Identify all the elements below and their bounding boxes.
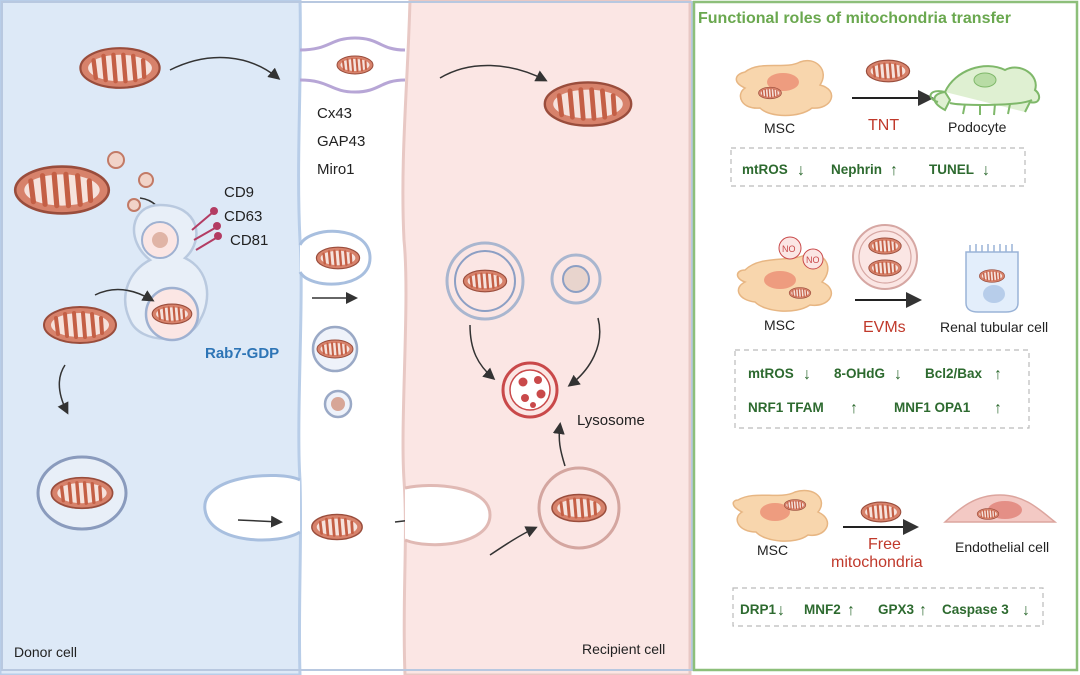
row2-marker-2: 8-OHdG xyxy=(834,366,885,381)
label-cd81: CD81 xyxy=(230,232,268,249)
row3-marker-3-arrow: ↑ xyxy=(919,602,927,619)
row1-marker-1-arrow: ↓ xyxy=(797,162,805,179)
label-cd9: CD9 xyxy=(224,184,254,201)
budding-ev xyxy=(298,229,372,286)
row3-marker-1-arrow: ↓ xyxy=(777,602,785,619)
free-mitochondrion-gap xyxy=(310,513,364,541)
free-ev-large xyxy=(311,325,359,373)
vesicle-donor-bottom xyxy=(36,455,128,531)
endothelial-cell xyxy=(943,494,1058,523)
arrow-exocytosis xyxy=(237,515,283,528)
protein-cx43: Cx43 xyxy=(317,105,352,122)
evm-vesicle-icon xyxy=(852,224,918,290)
row2-marker-4: NRF1 TFAM xyxy=(748,400,824,415)
row2-marker-1-arrow: ↓ xyxy=(803,366,811,383)
row1-marker-3: TUNEL xyxy=(929,162,974,177)
row2-marker-2-arrow: ↓ xyxy=(894,366,902,383)
multivesicular-body xyxy=(124,203,209,342)
msc-cell-row1 xyxy=(735,59,833,117)
arrow-mito-down xyxy=(57,364,69,415)
recipient-vesicle-double xyxy=(445,241,525,321)
label-donor-cell: Donor cell xyxy=(14,644,77,660)
row2-marker-1: mtROS xyxy=(748,366,794,381)
no-label-2: NO xyxy=(806,255,820,265)
row3-marker-box xyxy=(732,587,1044,627)
row2-marker-4-arrow: ↑ xyxy=(850,400,858,417)
row2-marker-3-arrow: ↑ xyxy=(994,366,1002,383)
recipient-vesicle-bottom xyxy=(537,466,621,550)
row3-donor-label: MSC xyxy=(757,542,788,558)
row1-mito-icon xyxy=(865,59,911,84)
gap-junction xyxy=(299,36,406,94)
right-panel-frame xyxy=(692,0,1079,672)
arrow-mito-into-mvb xyxy=(94,288,155,302)
row1-marker-2: Nephrin xyxy=(831,162,882,177)
row2-marker-5: MNF1 OPA1 xyxy=(894,400,971,415)
row3-marker-4: Caspase 3 xyxy=(942,602,1009,617)
row2-donor-label: MSC xyxy=(764,317,795,333)
row3-route-line2: mitochondria xyxy=(831,554,923,571)
lysosome xyxy=(501,361,559,419)
row3-marker-1: DRP1 xyxy=(740,602,777,617)
tetraspanin-markers xyxy=(191,207,222,251)
protein-miro1: Miro1 xyxy=(317,161,355,178)
recipient-vesicle-small xyxy=(550,253,602,305)
row1-marker-3-arrow: ↓ xyxy=(982,162,990,179)
row3-marker-3: GPX3 xyxy=(878,602,915,617)
row2-marker-5-arrow: ↑ xyxy=(994,400,1002,417)
podocyte-cell xyxy=(929,65,1041,116)
arrow-to-recipient-mito xyxy=(439,64,548,82)
arrow-to-lysosome-bottom xyxy=(552,422,566,467)
left-panel-frame xyxy=(1,1,693,671)
msc-cell-row3 xyxy=(732,489,829,542)
row3-marker-4-arrow: ↓ xyxy=(1022,602,1030,619)
row1-donor-label: MSC xyxy=(764,120,795,136)
row1-route: TNT xyxy=(868,117,899,134)
row1-marker-box xyxy=(730,147,1026,187)
budding-mitochondrion xyxy=(15,151,154,213)
arrow-vesicle-to-lysosome-left xyxy=(469,324,496,380)
no-bubbles: NO NO xyxy=(778,236,824,270)
row2-marker-box xyxy=(734,349,1030,429)
row3-route-line1: Free xyxy=(868,536,901,553)
row1-target-label: Podocyte xyxy=(948,119,1007,135)
free-ev-small xyxy=(323,389,353,419)
row3-mito-icon xyxy=(860,501,902,524)
no-label-1: NO xyxy=(782,244,796,254)
mitochondrion-donor-middle xyxy=(42,305,118,345)
arrow-to-junction xyxy=(169,56,281,80)
row1-marker-2-arrow: ↑ xyxy=(890,162,898,179)
row3-target-label: Endothelial cell xyxy=(955,539,1049,555)
row2-route: EVMs xyxy=(863,319,906,336)
panel-title: Functional roles of mitochondria transfe… xyxy=(698,10,1011,27)
label-lysosome: Lysosome xyxy=(577,412,645,429)
label-cd63: CD63 xyxy=(224,208,262,225)
exocytosis-pocket xyxy=(203,474,301,542)
renal-tubular-cell xyxy=(965,244,1019,313)
arrow-vesicle-to-lysosome-right xyxy=(567,317,601,387)
label-recipient-cell: Recipient cell xyxy=(582,641,665,657)
row3-marker-2-arrow: ↑ xyxy=(847,602,855,619)
protein-gap43: GAP43 xyxy=(317,133,365,150)
row2-marker-3: Bcl2/Bax xyxy=(925,366,983,381)
row1-marker-1: mtROS xyxy=(742,162,788,177)
endocytosis-pocket xyxy=(404,483,492,547)
label-rab7-gdp: Rab7-GDP xyxy=(205,345,279,362)
row2-target-label: Renal tubular cell xyxy=(940,319,1048,335)
mitochondrion-donor-top xyxy=(80,48,159,88)
arrow-pocket-to-vesicle xyxy=(489,526,538,556)
row3-marker-2: MNF2 xyxy=(804,602,841,617)
mitochondrion-recipient-top xyxy=(545,82,631,125)
